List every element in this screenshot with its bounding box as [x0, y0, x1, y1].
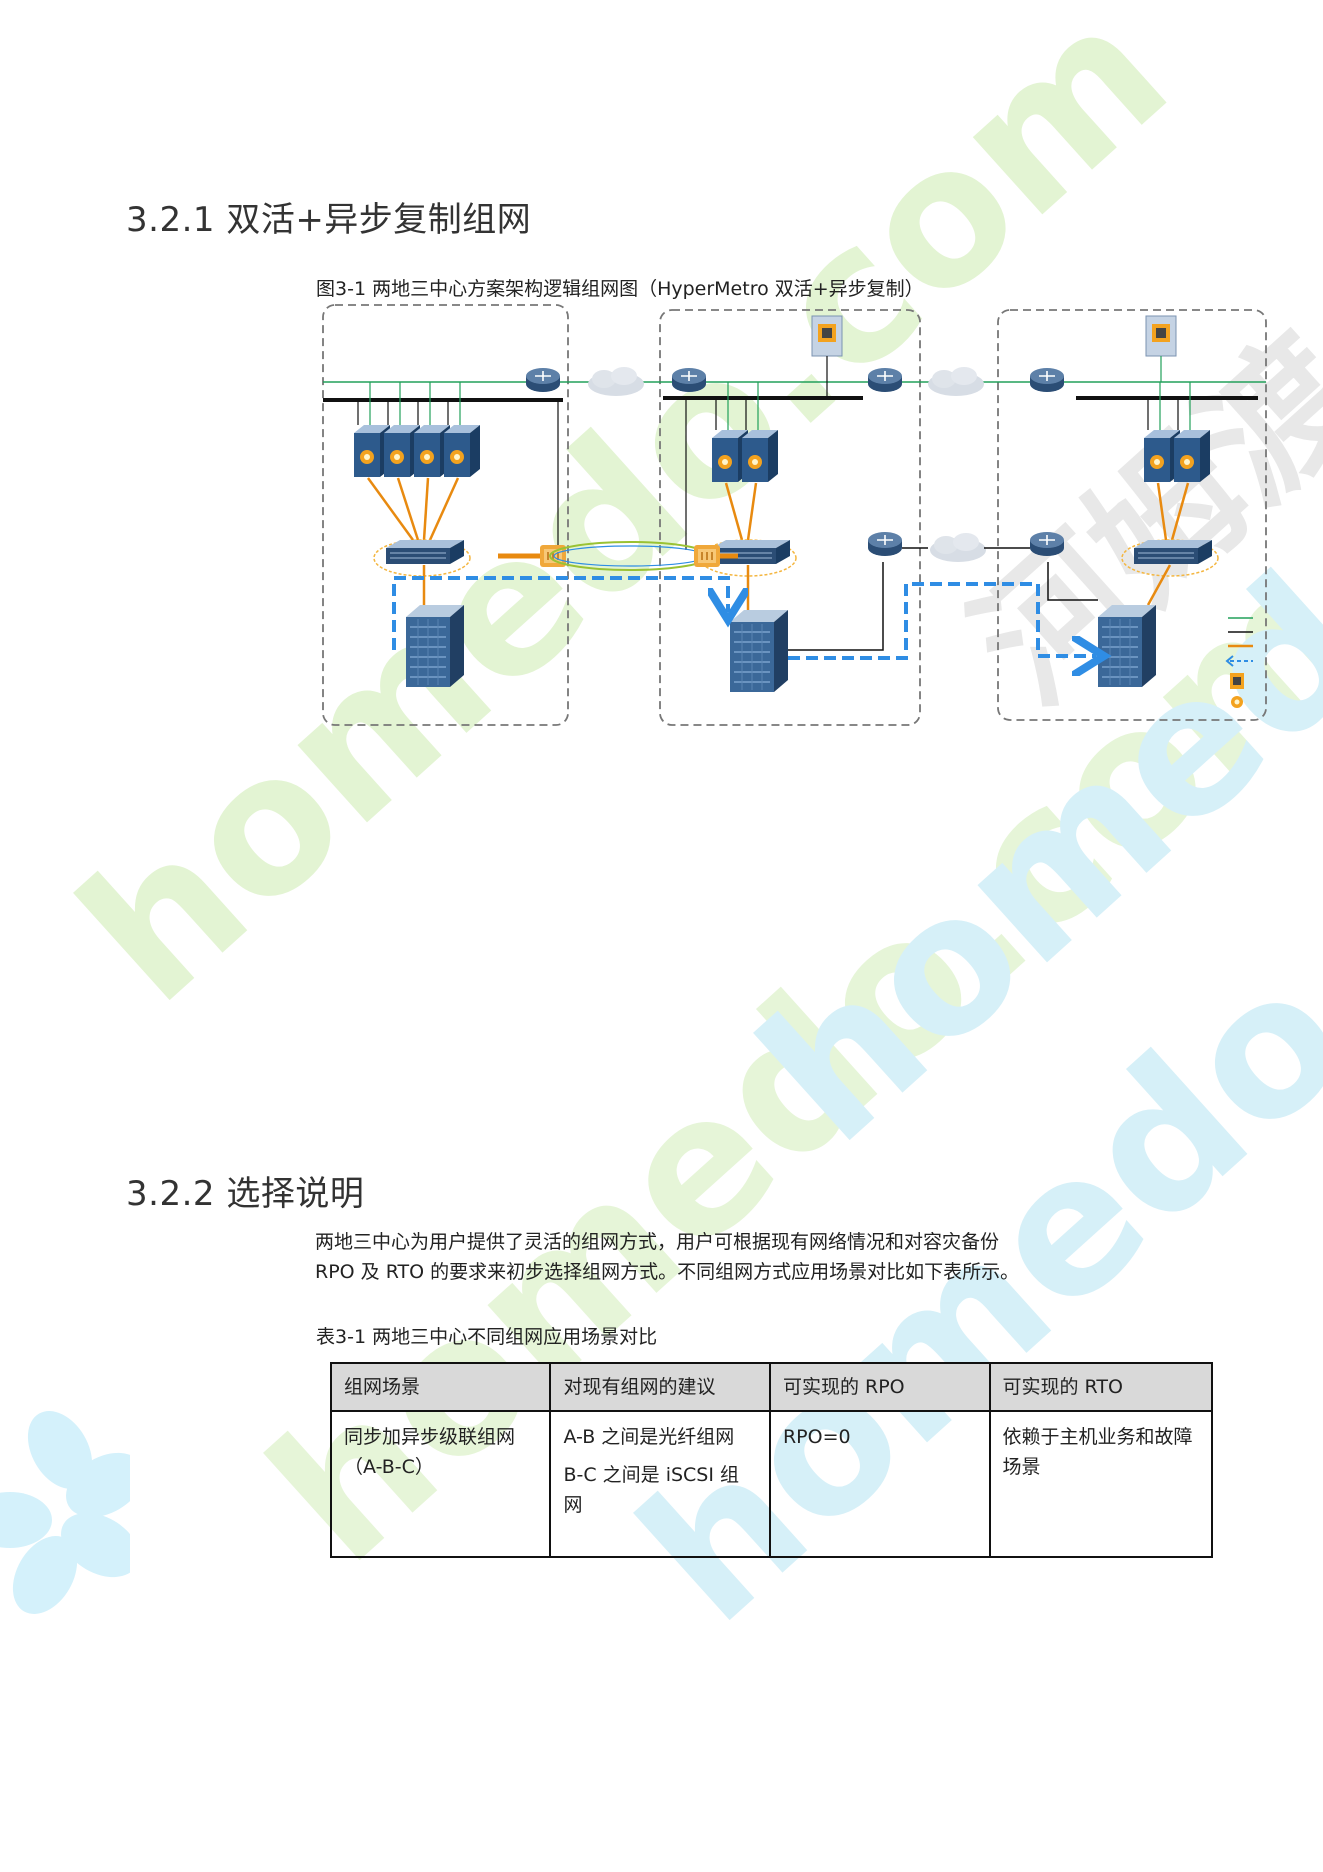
scenario-cell: 同步加异步级联组网（A-B-C） [329, 1410, 552, 1558]
column-header: 可实现的 RTO [988, 1362, 1214, 1412]
column-header: 组网场景 [329, 1362, 552, 1412]
column-header: 可实现的 RPO [768, 1362, 991, 1412]
rpo-cell: RPO=0 [768, 1410, 991, 1558]
comparison-table: 组网场景 对现有组网的建议 可实现的 RPO 可实现的 RTO 同步加异步级联组… [329, 1362, 1214, 1558]
network-diagram [322, 304, 1267, 726]
rto-cell: 依赖于主机业务和故障场景 [988, 1410, 1214, 1558]
watermark-flower-icon [0, 1411, 130, 1614]
table-caption: 表3-1 两地三中心不同组网应用场景对比 [316, 1326, 658, 1348]
paragraph-line: 两地三中心为用户提供了灵活的组网方式，用户可根据现有网络情况和对容灾备份 [315, 1231, 1000, 1253]
section-heading-3-2-2: 3.2.2 选择说明 [126, 1174, 365, 1214]
management-server-icon [811, 315, 843, 357]
intro-paragraph: 两地三中心为用户提供了灵活的组网方式，用户可根据现有网络情况和对容灾备份 RPO… [315, 1227, 1215, 1287]
figure-caption: 图3-1 两地三中心方案架构逻辑组网图（HyperMetro 双活+异步复制） [316, 278, 924, 300]
table-row: 同步加异步级联组网（A-B-C） A-B 之间是光纤组网 B-C 之间是 iSC… [329, 1410, 1214, 1558]
advice-line: B-C 之间是 iSCSI 组网 [563, 1464, 739, 1516]
column-header: 对现有组网的建议 [549, 1362, 771, 1412]
paragraph-line: RPO 及 RTO 的要求来初步选择组网方式。不同组网方式应用场景对比如下表所示… [315, 1261, 1020, 1283]
section-heading-3-2-1: 3.2.1 双活+异步复制组网 [126, 200, 532, 240]
legend [1225, 617, 1253, 708]
advice-line: A-B 之间是光纤组网 [563, 1426, 735, 1448]
table-header-row: 组网场景 对现有组网的建议 可实现的 RPO 可实现的 RTO [329, 1362, 1214, 1412]
advice-cell: A-B 之间是光纤组网 B-C 之间是 iSCSI 组网 [549, 1410, 771, 1558]
